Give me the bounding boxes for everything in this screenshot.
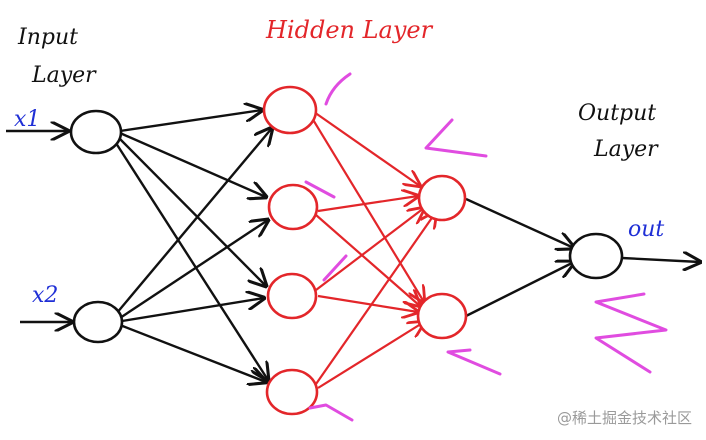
input-layer-label-line1: Input <box>17 25 78 50</box>
edge-h3-h5 <box>315 208 424 291</box>
mark-hidden-5 <box>424 118 488 158</box>
edge-i1-h4 <box>112 139 268 380</box>
output-arrow <box>621 258 700 262</box>
edge-h1-h5 <box>313 111 420 186</box>
hidden-output-connections <box>465 197 574 318</box>
edge-i2-h2 <box>119 220 268 320</box>
hidden-layer-label: Hidden Layer <box>265 16 434 44</box>
output-layer-label-line1: Output <box>578 101 656 126</box>
edge-i2-h4 <box>119 323 266 382</box>
mark-output-sigma <box>594 292 668 374</box>
hidden-node-3 <box>266 272 318 320</box>
edge-h4-h6 <box>317 322 424 389</box>
input-hidden-connections <box>112 110 272 382</box>
edge-i1-h1 <box>119 110 262 133</box>
input-node-1 <box>69 109 123 155</box>
edge-h5-o <box>465 197 574 248</box>
hidden-node-5 <box>417 174 467 222</box>
edge-i1-h2 <box>119 131 266 197</box>
hidden-node-1 <box>262 85 318 135</box>
output-layer-nodes <box>568 232 624 280</box>
mark-hidden-6 <box>446 348 502 376</box>
output-layer-label-line2: Layer <box>593 137 659 162</box>
edge-h1-h6 <box>311 117 424 302</box>
edge-i2-h3 <box>121 298 264 323</box>
input-x1-label: x1 <box>14 107 40 132</box>
edge-i2-h1 <box>115 128 272 315</box>
mark-hidden-4 <box>308 403 354 422</box>
hidden-layer-1-nodes <box>262 85 319 416</box>
output-out-label: out <box>628 217 664 242</box>
input-layer-label-line2: Layer <box>31 63 97 88</box>
magenta-annotation-marks <box>304 72 668 422</box>
input-node-2 <box>72 300 124 344</box>
edge-h3-h6 <box>317 294 418 312</box>
mark-hidden-2 <box>304 180 336 199</box>
hidden-hidden-connections <box>311 111 436 389</box>
hidden-node-4 <box>265 368 319 416</box>
mark-hidden-3 <box>322 254 348 282</box>
output-node <box>568 232 624 280</box>
input-layer-nodes <box>69 109 124 344</box>
edge-h6-o <box>465 262 574 318</box>
edge-h2-h6 <box>315 214 420 306</box>
hidden-layer-2-nodes <box>416 174 468 340</box>
input-x2-label: x2 <box>32 283 58 308</box>
hidden-node-6 <box>416 292 468 340</box>
edge-h2-h5 <box>317 196 418 213</box>
edge-h4-h5 <box>315 212 436 385</box>
hidden-node-2 <box>267 183 319 231</box>
watermark: @稀土掘金技术社区 <box>556 409 692 427</box>
mark-hidden-1 <box>324 72 352 106</box>
edge-i1-h3 <box>117 136 266 286</box>
